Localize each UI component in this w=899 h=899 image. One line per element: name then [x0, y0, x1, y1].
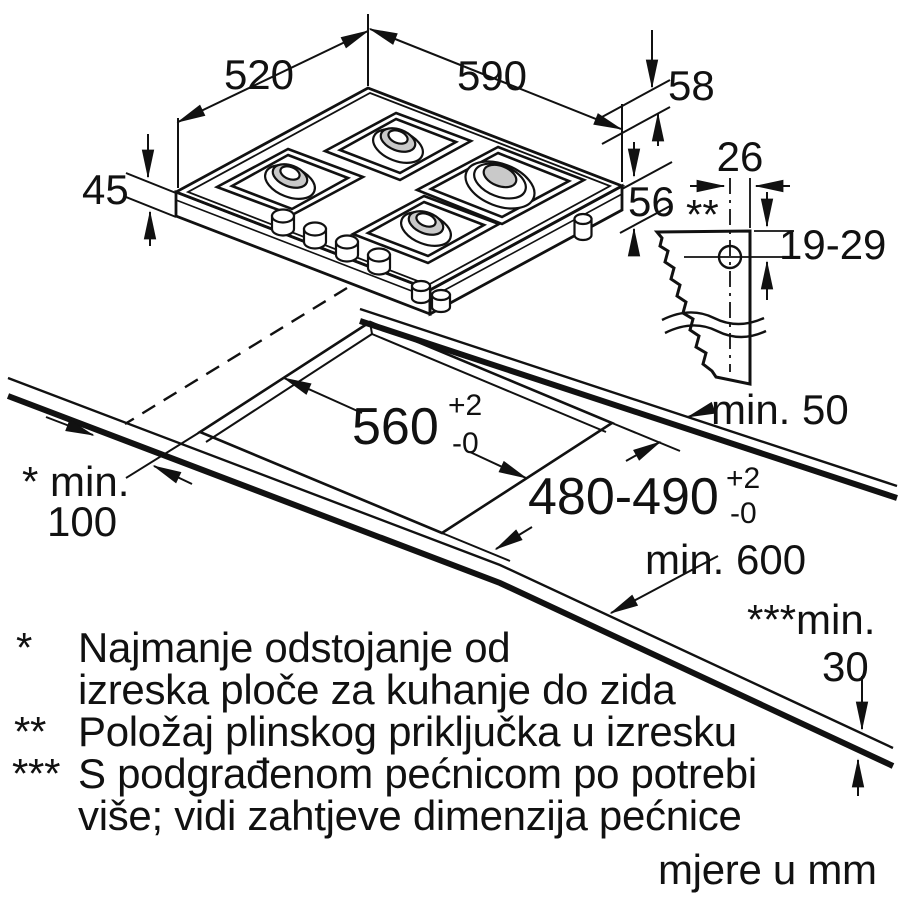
footnote-text: izreska ploče za kuhanje do zida: [78, 666, 676, 713]
hob-height-top-value: 58: [668, 62, 715, 109]
footnote-text: S podgrađenom pećnicom po potrebi: [78, 750, 757, 797]
front-clearance-label: ***min.: [747, 596, 875, 643]
footnote-marker: *: [16, 624, 32, 671]
control-knobs: [270, 208, 392, 276]
footnote-text: više; vidi zahtjeve dimenzija pećnice: [78, 792, 742, 839]
cutout-width-value: 560: [352, 398, 439, 456]
rear-clearance-label: min. 50: [711, 386, 849, 433]
cutout-dimensions: 560 +2 -0 480-490 +2 -0 min. 50 min. 600…: [22, 377, 875, 796]
worktop-rear-edge: [359, 307, 898, 501]
detail-panel: [653, 229, 752, 386]
projection-dashed-line: [124, 286, 348, 426]
cutout-depth-tol-minus: -0: [730, 497, 757, 530]
burner-left: [264, 163, 316, 200]
hob-width-value: 590: [457, 52, 527, 99]
cutout-width-tol-minus: -0: [452, 427, 479, 460]
hob-dimensions: 520 590 58 56 45: [82, 14, 715, 257]
detail-marker: **: [686, 191, 719, 238]
hob-isometric-drawing: [172, 86, 626, 317]
pan-support-grids: [213, 111, 588, 265]
cutout-depth-tol-plus: +2: [726, 462, 760, 495]
break-line: [664, 324, 767, 339]
hob-height-bottom-value: 56: [628, 178, 675, 225]
gas-connection-hole: [717, 244, 743, 270]
wall-clearance-label: * min.: [22, 458, 129, 505]
units-note: mjere u mm: [658, 846, 877, 893]
footnote-marker: ***: [12, 750, 60, 797]
detail-horizontal-value: 26: [717, 133, 764, 180]
burner-back: [372, 127, 424, 164]
footnote-marker: **: [14, 708, 46, 755]
burner-wok: [464, 160, 536, 210]
burner-front: [400, 210, 452, 247]
break-line: [661, 311, 765, 326]
gas-connection-detail: 26 ** 19-29: [653, 133, 886, 386]
cutout-depth-value: 480-490: [528, 468, 719, 526]
front-clearance-value: 30: [822, 643, 869, 690]
worktop-front-edge: [6, 376, 895, 769]
hob-depth-value: 520: [224, 51, 294, 98]
detail-vertical-value: 19-29: [779, 221, 886, 268]
cutout-width-tol-plus: +2: [448, 389, 482, 422]
worktop-depth-label: min. 600: [645, 536, 806, 583]
hob-feet: [410, 212, 593, 314]
footnote-text: Položaj plinskog priključka u izresku: [78, 708, 737, 755]
footnote-text: Najmanje odstojanje od: [78, 624, 510, 671]
wall-clearance-value: 100: [47, 498, 117, 545]
footnotes: * Najmanje odstojanje od izreska ploče z…: [12, 624, 757, 839]
hob-height-front-value: 45: [82, 166, 129, 213]
